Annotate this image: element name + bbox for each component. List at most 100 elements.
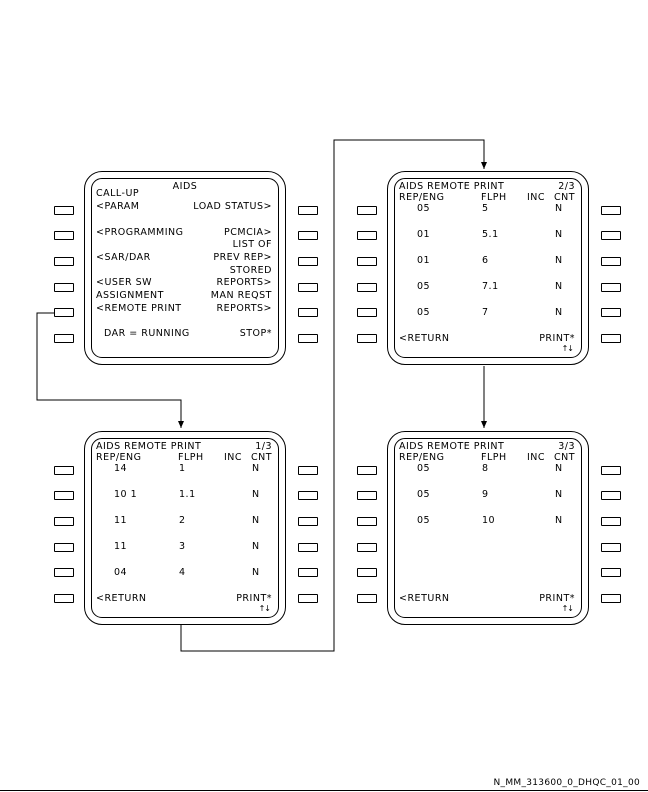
- row-cnt: N: [555, 489, 563, 500]
- line-select-key-l4[interactable]: [357, 283, 377, 292]
- line-select-key-l5[interactable]: [357, 308, 377, 317]
- line-select-key-r5[interactable]: [298, 568, 318, 577]
- line-select-key-l2[interactable]: [357, 231, 377, 240]
- line-select-key-r2[interactable]: [601, 491, 621, 500]
- menu-option-left[interactable]: <PARAM: [96, 201, 140, 213]
- line-select-key-r2[interactable]: [298, 491, 318, 500]
- line-select-key-l2[interactable]: [357, 491, 377, 500]
- return-option[interactable]: <RETURN: [399, 593, 450, 604]
- row-cnt: N: [555, 463, 563, 474]
- menu-label: ASSIGNMENT: [96, 290, 164, 302]
- line-select-key-l6[interactable]: [54, 334, 74, 343]
- line-select-key-r2[interactable]: [601, 231, 621, 240]
- line-select-key-r4[interactable]: [601, 283, 621, 292]
- line-select-key-r5[interactable]: [298, 308, 318, 317]
- return-option[interactable]: <RETURN: [96, 593, 147, 604]
- menu-option-right[interactable]: PREV REP>: [213, 252, 272, 264]
- line-select-key-l6[interactable]: [357, 594, 377, 603]
- line-select-key-r2[interactable]: [298, 231, 318, 240]
- column-header-inc: INC: [527, 192, 546, 203]
- screen-title: AIDS: [172, 181, 198, 192]
- row-cnt: N: [252, 463, 260, 474]
- line-select-key-r6[interactable]: [298, 334, 318, 343]
- line-select-key-l4[interactable]: [54, 543, 74, 552]
- line-select-key-l4[interactable]: [357, 543, 377, 552]
- line-select-key-r3[interactable]: [601, 257, 621, 266]
- menu-option-left[interactable]: <USER SW: [96, 277, 152, 289]
- line-select-key-l3[interactable]: [357, 517, 377, 526]
- row-flph: 7.1: [482, 281, 499, 292]
- scroll-arrows-icon: ↑↓: [561, 344, 574, 353]
- line-select-key-r6[interactable]: [601, 334, 621, 343]
- line-select-key-r1[interactable]: [601, 466, 621, 475]
- line-select-key-r3[interactable]: [298, 257, 318, 266]
- row-cnt: N: [252, 567, 260, 578]
- line-select-key-l1[interactable]: [54, 466, 74, 475]
- menu-option-right[interactable]: PCMCIA>: [224, 226, 272, 238]
- line-select-key-r4[interactable]: [298, 543, 318, 552]
- line-select-key-r3[interactable]: [298, 517, 318, 526]
- line-select-key-l5[interactable]: [54, 308, 74, 317]
- menu-option-right[interactable]: REPORTS>: [216, 302, 272, 314]
- line-select-key-l2[interactable]: [54, 491, 74, 500]
- return-option[interactable]: <RETURN: [399, 333, 450, 344]
- line-select-key-r3[interactable]: [601, 517, 621, 526]
- menu-option-left[interactable]: <REMOTE PRINT: [96, 302, 182, 314]
- line-select-key-l5[interactable]: [357, 568, 377, 577]
- row-flph: 2: [179, 515, 186, 526]
- line-select-key-r1[interactable]: [601, 206, 621, 215]
- line-select-key-r5[interactable]: [601, 568, 621, 577]
- line-select-key-r4[interactable]: [601, 543, 621, 552]
- print-option[interactable]: PRINT*: [539, 333, 575, 344]
- line-select-key-r6[interactable]: [298, 594, 318, 603]
- menu-option-left[interactable]: <SAR/DAR: [96, 252, 151, 264]
- row-rep-eng: 05: [417, 489, 431, 500]
- menu-option-right[interactable]: REPORTS>: [216, 277, 272, 289]
- line-select-key-r1[interactable]: [298, 206, 318, 215]
- line-select-key-l3[interactable]: [54, 257, 74, 266]
- page-number: 3/3: [558, 441, 575, 452]
- line-select-key-l5[interactable]: [54, 568, 74, 577]
- menu-option-right[interactable]: LOAD STATUS>: [193, 201, 272, 213]
- row-cnt: N: [555, 255, 563, 266]
- row-flph: 1.1: [179, 489, 196, 500]
- row-rep-eng: 05: [417, 515, 431, 526]
- print-option[interactable]: PRINT*: [539, 593, 575, 604]
- row-cnt: N: [252, 515, 260, 526]
- bottom-rule: [0, 790, 648, 791]
- page-title: AIDS REMOTE PRINT: [399, 181, 505, 192]
- print-option[interactable]: PRINT*: [236, 593, 272, 604]
- row-rep-eng: 04: [114, 567, 128, 578]
- menu-option-left[interactable]: <PROGRAMMING: [96, 226, 184, 238]
- row-flph: 5.1: [482, 229, 499, 240]
- line-select-key-r1[interactable]: [298, 466, 318, 475]
- line-select-key-l3[interactable]: [357, 257, 377, 266]
- row-rep-eng: 01: [417, 229, 431, 240]
- line-select-key-l1[interactable]: [357, 206, 377, 215]
- row-flph: 10: [482, 515, 496, 526]
- line-select-key-l4[interactable]: [54, 283, 74, 292]
- line-select-key-r4[interactable]: [298, 283, 318, 292]
- line-select-key-l1[interactable]: [54, 206, 74, 215]
- line-select-key-r6[interactable]: [601, 594, 621, 603]
- menu-option-right[interactable]: STOP*: [239, 328, 272, 340]
- row-flph: 3: [179, 541, 186, 552]
- line-select-key-r5[interactable]: [601, 308, 621, 317]
- line-select-key-l2[interactable]: [54, 231, 74, 240]
- line-select-key-l1[interactable]: [357, 466, 377, 475]
- column-header-inc: INC: [224, 452, 243, 463]
- line-select-key-l3[interactable]: [54, 517, 74, 526]
- line-select-key-l6[interactable]: [357, 334, 377, 343]
- column-header-rep-eng: REP/ENG: [399, 452, 445, 463]
- row-flph: 4: [179, 567, 186, 578]
- line-select-key-l6[interactable]: [54, 594, 74, 603]
- row-rep-eng: 05: [417, 203, 431, 214]
- arrow-page-1-to-page-2: [180, 139, 487, 652]
